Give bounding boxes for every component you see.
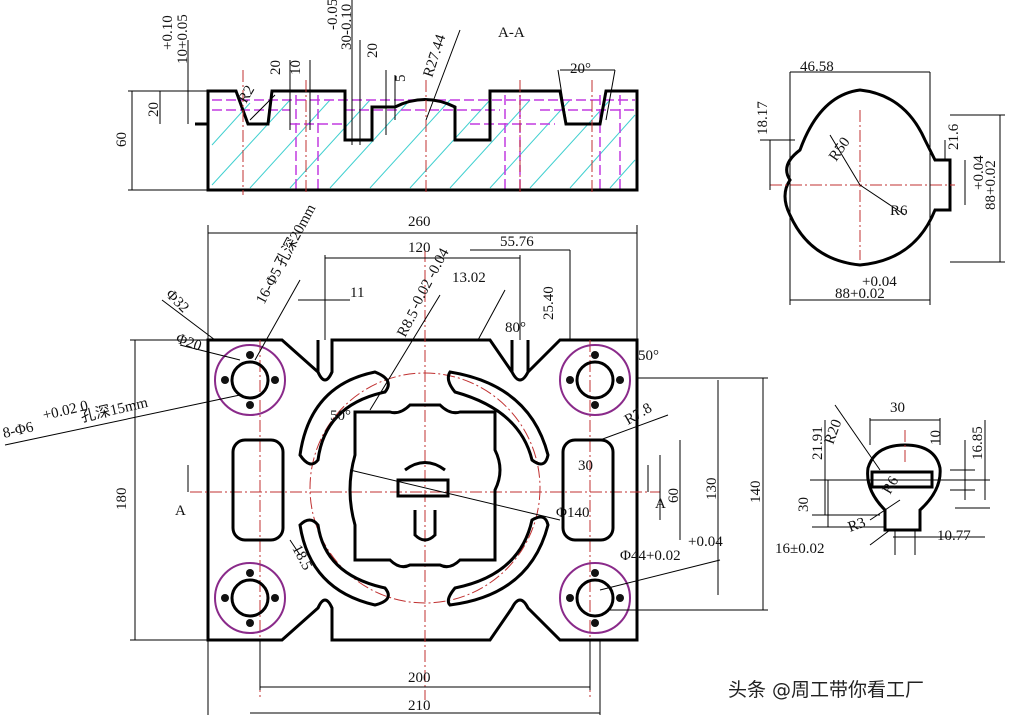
dim-label: 20 bbox=[365, 43, 381, 58]
dim-label: 260 bbox=[408, 214, 431, 230]
dim-label: R2 bbox=[236, 83, 259, 106]
dim-label: 11 bbox=[350, 285, 364, 301]
dim-label: 8-Φ6 bbox=[1, 419, 35, 442]
dim-label: +0.04 bbox=[688, 534, 723, 550]
dim-label: 18.5 bbox=[288, 542, 314, 573]
dim-label: 130 bbox=[704, 478, 720, 501]
watermark: 头条 @周工带你看工厂 bbox=[728, 679, 924, 701]
dim-label: +0.04 bbox=[862, 274, 897, 290]
dim-label: R50 bbox=[826, 135, 853, 165]
dim-label: 16-Φ5 孔深20mm bbox=[253, 201, 320, 307]
dim-label: 140 bbox=[748, 481, 764, 504]
dim-label: R8.5 bbox=[394, 307, 422, 340]
dim-label: 55.76 bbox=[500, 234, 534, 250]
dim-label: 180 bbox=[114, 488, 130, 511]
dim-label: 10+0.05 bbox=[175, 14, 191, 64]
dim-label: 120 bbox=[408, 240, 431, 256]
dim-label: R27.44 bbox=[421, 32, 450, 79]
section-marker: A bbox=[175, 503, 186, 519]
dim-label: Φ32 bbox=[162, 287, 192, 317]
dim-label: 21.6 bbox=[946, 123, 962, 150]
dim-label: 20 bbox=[268, 60, 284, 75]
dim-label: 88+0.02 bbox=[835, 286, 885, 302]
dim-label: +0.04 bbox=[971, 155, 987, 190]
dim-label: 50° bbox=[330, 408, 351, 424]
dim-label: R6 bbox=[880, 473, 903, 497]
top-view: 260 120 55.76 13.02 25.40 11 R8.5 -0.02 … bbox=[1, 201, 768, 715]
corner-bolt-pattern bbox=[214, 344, 631, 634]
dim-label: 孔深15mm bbox=[79, 394, 150, 426]
dim-label: 13.02 bbox=[452, 270, 486, 286]
dim-label: 30 bbox=[578, 458, 593, 474]
dim-label: 88+0.02 bbox=[983, 160, 999, 210]
dim-label: 5 bbox=[393, 75, 409, 83]
section-centerlines bbox=[242, 70, 593, 195]
dim-label: 60 bbox=[666, 488, 682, 503]
dim-label: 50° bbox=[638, 348, 659, 364]
detail-keyhole-view: 30 R20 21.91 10 16.85 R6 30 R3 16±0.02 1… bbox=[775, 400, 990, 557]
dim-label: 30-0.10 bbox=[339, 4, 355, 50]
section-title: A-A bbox=[498, 25, 525, 41]
dim-label: 46.58 bbox=[800, 59, 834, 75]
dim-label: 10.77 bbox=[937, 528, 971, 544]
dim-label: 10 bbox=[928, 430, 944, 445]
dim-label: 16.85 bbox=[970, 426, 986, 460]
dim-label: 200 bbox=[408, 670, 431, 686]
dim-label: 18.17 bbox=[755, 101, 771, 135]
dim-label: 60 bbox=[114, 132, 130, 147]
dim-label: 30 bbox=[796, 497, 812, 512]
dim-label: Φ44+0.02 bbox=[620, 548, 681, 564]
section-marker: A bbox=[655, 496, 666, 512]
section-view-a-a: A-A 60 20 10+0.05 +0.10 R2 20 10 30-0.10… bbox=[114, 0, 639, 195]
dim-label: 21.91 bbox=[810, 426, 826, 460]
detail-round-view: 46.58 18.17 R50 21.6 R6 88+0.02 +0.04 88… bbox=[755, 59, 1005, 305]
section-hatching bbox=[211, 99, 636, 189]
dim-label: 20° bbox=[570, 61, 591, 77]
dim-label: 210 bbox=[408, 698, 431, 714]
dim-label: +0.10 bbox=[160, 15, 176, 50]
dim-label: 10 bbox=[288, 60, 304, 75]
dim-label: 30 bbox=[890, 400, 905, 416]
dim-label: R3 bbox=[846, 515, 868, 536]
dim-label: 25.40 bbox=[541, 286, 557, 320]
dim-label: Φ20 bbox=[174, 331, 204, 355]
dim-label: R6 bbox=[890, 203, 908, 219]
dim-label: -0.05 bbox=[325, 0, 341, 30]
dim-label: 20 bbox=[146, 102, 162, 117]
dim-label: Φ140 bbox=[556, 505, 589, 521]
dim-label: 16±0.02 bbox=[775, 541, 824, 557]
dim-label: 80° bbox=[505, 320, 526, 336]
